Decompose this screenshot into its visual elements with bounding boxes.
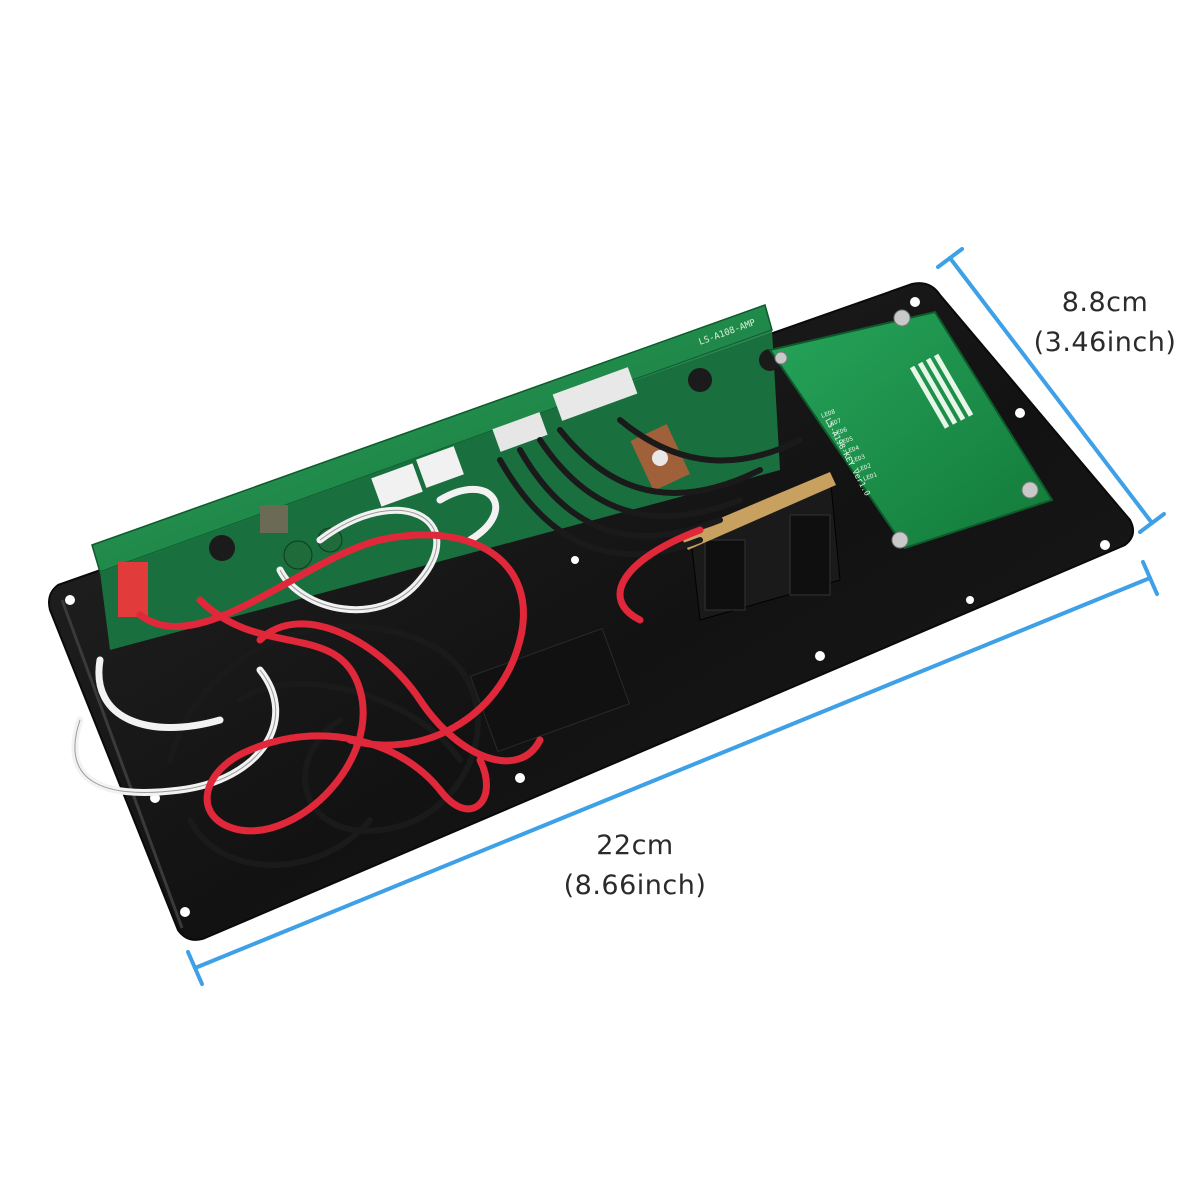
length-imperial: (8.66inch) [563,870,707,901]
inductor [260,505,288,533]
main-amplifier-pcb: LS-A108-AMP [91,304,781,650]
capacitor [209,535,235,561]
capacitor [283,540,313,570]
width-dimension-label: 8.8cm (3.46inch) [1010,283,1200,363]
led-label: LED2 [856,462,872,474]
speaker-jacks [469,472,841,753]
length-dimension-label: 22cm (8.66inch) [520,826,750,906]
red-power-connector [118,562,148,617]
white-connector [371,463,423,507]
led-label: LED6 [832,426,848,438]
red-wires [136,526,704,835]
led-label: LED5 [838,435,854,447]
led-label: LED3 [850,453,866,465]
white-connector [492,412,548,452]
jack [789,514,831,596]
width-metric: 8.8cm [1061,287,1149,318]
jack [704,539,746,611]
led-pads [909,353,974,429]
width-imperial: (3.46inch) [1033,327,1177,358]
led-label: LED8 [820,408,836,420]
led-label: LED1 [862,471,878,483]
capacitor [688,368,712,392]
button-led-pcb: LS-A198-KEY Ver1.0 LED8LED7LED6LED5LED4L… [768,309,1054,550]
led-label: LED4 [844,444,860,456]
white-connector [416,446,464,488]
jack-pcb [680,472,836,550]
length-metric: 22cm [596,830,674,861]
bottom-connector [469,627,631,753]
led-label: LED7 [826,417,842,429]
length-measure-line [186,560,1159,986]
white-connector [552,367,638,421]
width-measure-line [936,247,1166,534]
white-wire-outlines [74,509,438,793]
